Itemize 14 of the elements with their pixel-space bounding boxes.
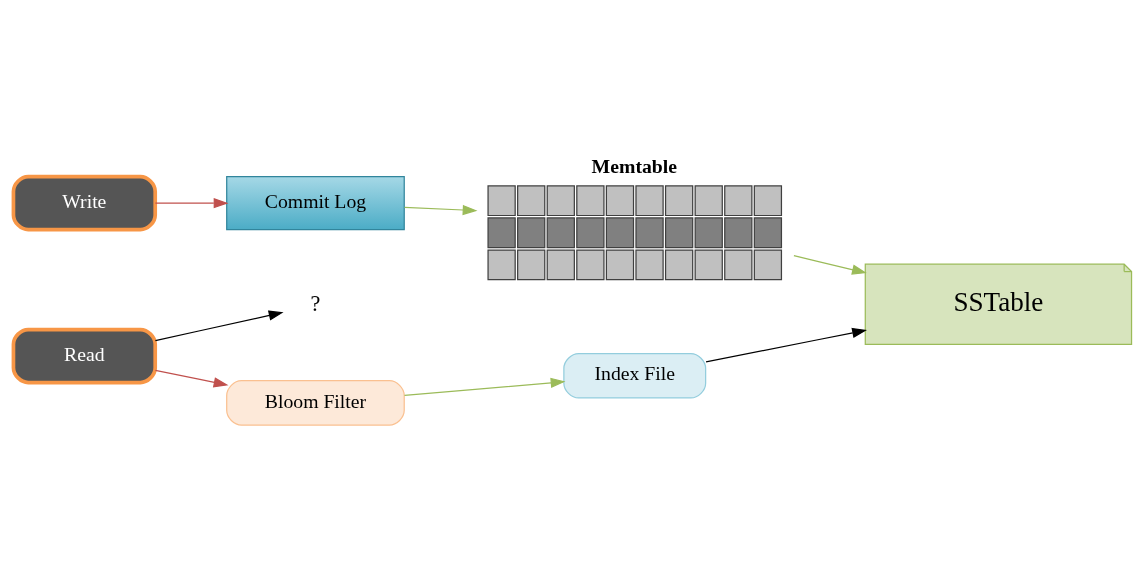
- node-box: Index File: [563, 352, 707, 399]
- node-box: Write: [11, 174, 158, 232]
- arrow: [154, 310, 284, 342]
- node-label: Memtable: [591, 155, 678, 178]
- node-box: Commit Log: [226, 176, 405, 231]
- node-box: Read: [11, 327, 158, 385]
- node-text: ?: [310, 290, 321, 316]
- arrow: [154, 369, 229, 388]
- node-box: Bloom Filter: [226, 380, 405, 426]
- arrow: [793, 255, 867, 275]
- arrow: [403, 377, 566, 396]
- arrow: [403, 204, 478, 216]
- arrow: [705, 327, 867, 363]
- arrow: [154, 198, 229, 209]
